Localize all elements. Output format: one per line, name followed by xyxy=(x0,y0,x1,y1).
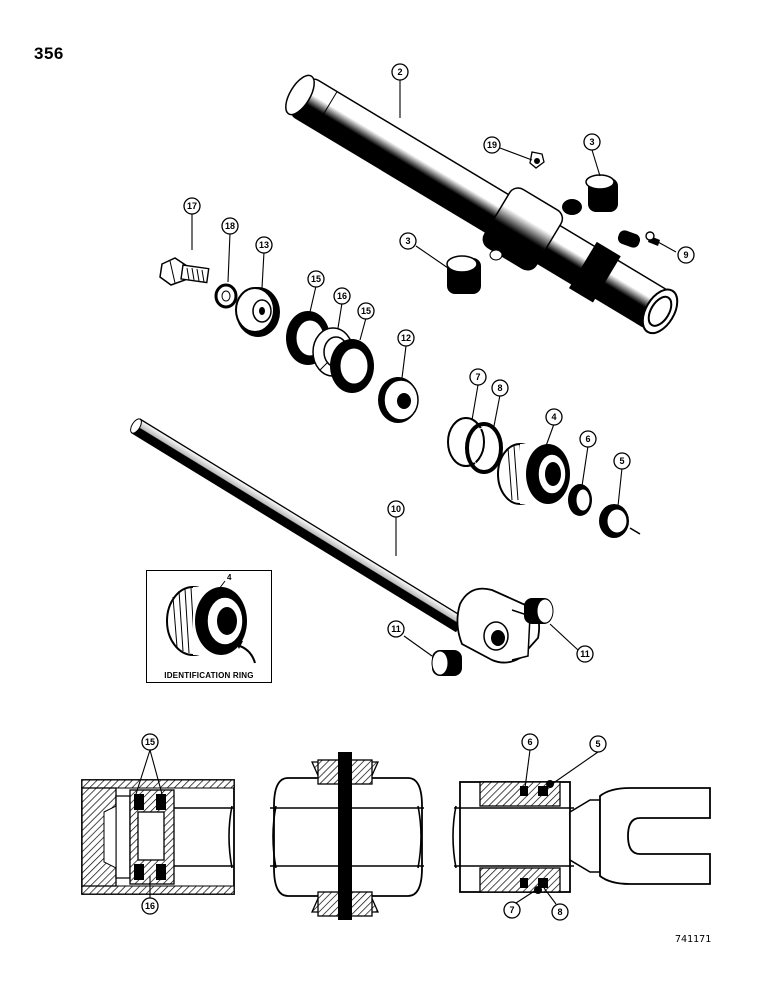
rod-seal xyxy=(568,484,592,516)
svg-text:7: 7 xyxy=(475,372,480,382)
svg-text:6: 6 xyxy=(527,737,532,747)
piston-rod xyxy=(130,418,541,664)
callout-19: 19 xyxy=(483,136,501,154)
callout-11-right: 11 xyxy=(576,645,594,663)
callout-12: 12 xyxy=(397,329,415,347)
identification-ring-caption: IDENTIFICATION RING xyxy=(164,671,254,680)
callout-3-left: 3 xyxy=(399,232,417,250)
callout-10: 10 xyxy=(387,500,405,518)
cylinder-tube xyxy=(285,74,679,335)
svg-text:15: 15 xyxy=(361,306,371,316)
callout-2: 2 xyxy=(391,63,409,81)
svg-text:17: 17 xyxy=(187,201,197,211)
svg-text:2: 2 xyxy=(397,67,402,77)
section-callout-15: 15 xyxy=(141,733,159,751)
section-view-head xyxy=(452,780,711,894)
bolt xyxy=(159,257,210,286)
svg-text:3: 3 xyxy=(589,137,594,147)
svg-text:8: 8 xyxy=(557,907,562,917)
rod-bushing-left xyxy=(431,650,462,676)
svg-text:11: 11 xyxy=(580,649,590,659)
section-callout-6: 6 xyxy=(521,733,539,751)
callout-13: 13 xyxy=(255,236,273,254)
svg-text:16: 16 xyxy=(145,901,155,911)
svg-text:9: 9 xyxy=(683,250,688,260)
spacer-washer xyxy=(378,377,419,423)
grease-fitting xyxy=(529,151,545,169)
bushing-left xyxy=(446,255,481,294)
cylinder-head xyxy=(497,443,570,505)
svg-text:8: 8 xyxy=(497,383,502,393)
svg-text:13: 13 xyxy=(259,240,269,250)
identification-ring-inset: 4 IDENTIFICATION RING xyxy=(146,570,272,683)
callout-4: 4 xyxy=(545,408,563,426)
lock-washer xyxy=(214,283,238,309)
callout-7: 7 xyxy=(469,368,487,386)
svg-text:15: 15 xyxy=(145,737,155,747)
piston-seal-rear xyxy=(330,339,374,393)
leader-lines xyxy=(191,80,677,657)
callout-17: 17 xyxy=(183,197,201,215)
section-callout-8: 8 xyxy=(551,903,569,921)
svg-text:5: 5 xyxy=(595,739,600,749)
svg-text:12: 12 xyxy=(401,333,411,343)
svg-text:18: 18 xyxy=(225,221,235,231)
callout-8: 8 xyxy=(491,379,509,397)
svg-text:16: 16 xyxy=(337,291,347,301)
callout-16: 16 xyxy=(333,287,351,305)
callout-15-front: 15 xyxy=(307,270,325,288)
drawing-code: 741171 xyxy=(675,934,712,945)
backup-ring xyxy=(465,422,503,474)
callout-9: 9 xyxy=(677,246,695,264)
page-number: 356 xyxy=(34,44,64,63)
rod-wiper xyxy=(599,504,641,538)
bushing-right xyxy=(585,174,618,212)
svg-text:7: 7 xyxy=(509,905,514,915)
svg-text:19: 19 xyxy=(487,140,497,150)
section-leader-lines xyxy=(135,749,599,905)
callout-11-left: 11 xyxy=(387,620,405,638)
svg-text:15: 15 xyxy=(311,274,321,284)
section-view-trunnion xyxy=(270,752,424,920)
set-screw xyxy=(645,231,660,246)
svg-text:10: 10 xyxy=(391,504,401,514)
svg-text:3: 3 xyxy=(405,236,410,246)
section-callout-7: 7 xyxy=(503,901,521,919)
section-callout-16: 16 xyxy=(141,897,159,915)
inset-head-drawing: 4 xyxy=(166,573,256,664)
section-callout-5: 5 xyxy=(589,735,607,753)
callout-3-right: 3 xyxy=(583,133,601,151)
piston-nut xyxy=(235,287,280,337)
svg-text:5: 5 xyxy=(619,456,624,466)
svg-text:11: 11 xyxy=(391,624,401,634)
svg-text:4: 4 xyxy=(551,412,556,422)
callout-18: 18 xyxy=(221,217,239,235)
rod-bushing-right xyxy=(524,598,554,624)
svg-text:6: 6 xyxy=(585,434,590,444)
callout-6: 6 xyxy=(579,430,597,448)
o-ring xyxy=(447,417,485,467)
callout-5: 5 xyxy=(613,452,631,470)
callout-15-rear: 15 xyxy=(357,302,375,320)
section-view-piston xyxy=(81,779,235,895)
inset-callout-4: 4 xyxy=(227,573,232,582)
